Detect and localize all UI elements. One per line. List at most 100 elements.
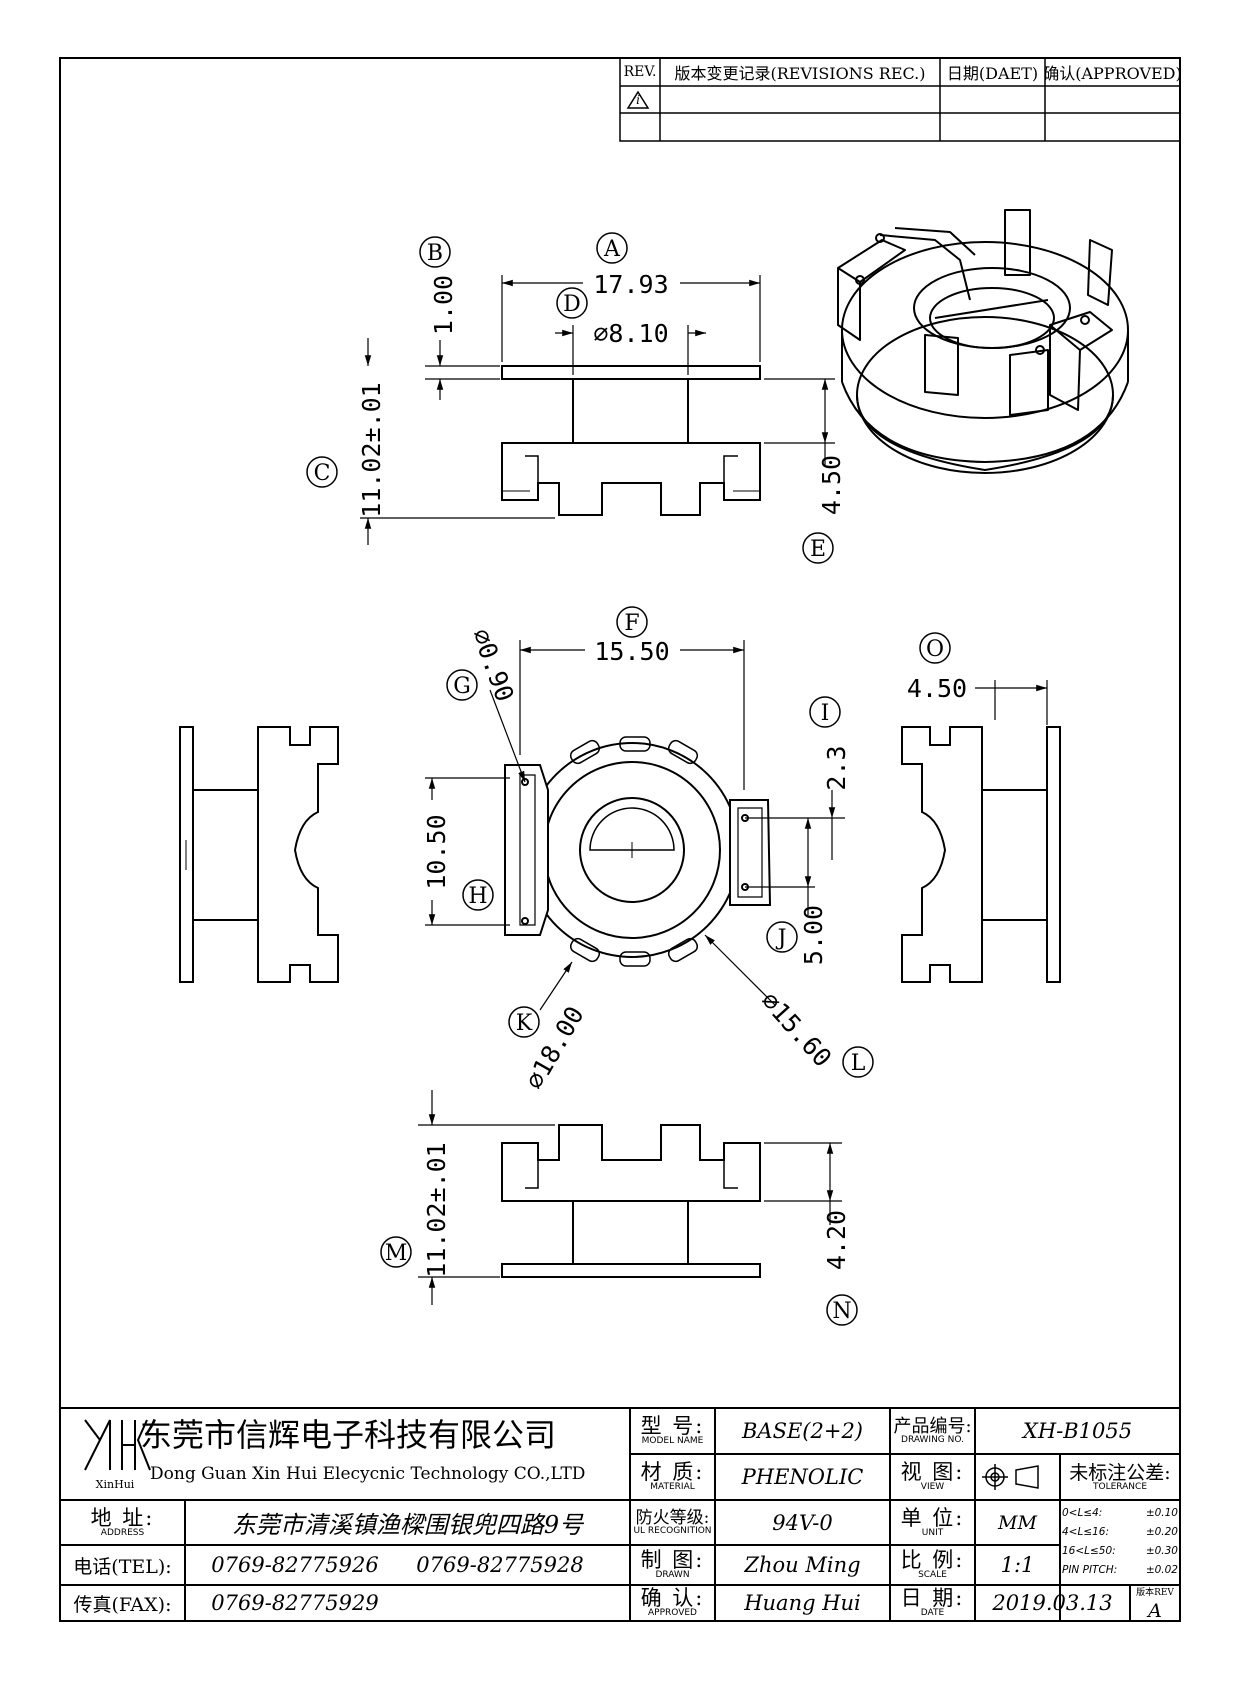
callout-circle-m <box>380 1236 412 1268</box>
material-label-en: MATERIAL <box>650 1482 695 1492</box>
company-name-en: Dong Guan Xin Hui Elecycnic Technology C… <box>150 1464 586 1484</box>
material-value: PHENOLIC <box>741 1465 864 1489</box>
callout-circle-i <box>809 696 841 728</box>
dimension-a: 17.93 <box>593 270 668 299</box>
fax-value: 0769-82775929 <box>211 1591 379 1615</box>
tolerance-range: 16<L≤50: <box>1062 1545 1116 1557</box>
callout-label-m: M <box>385 1241 408 1266</box>
callout-label-c: C <box>314 461 331 486</box>
tel-2: 0769-82775928 <box>416 1553 584 1577</box>
drawing-no-label: 产品编号: DRAWING NO. <box>890 1408 975 1454</box>
view-label-en: VIEW <box>920 1482 945 1492</box>
dimension-n: 4.20 <box>822 1210 851 1270</box>
callout-circle-a <box>596 232 628 264</box>
tel-label: 电话(TEL): <box>73 1555 172 1578</box>
callout-circle-n <box>826 1294 858 1326</box>
scale-label-en: SCALE <box>918 1570 947 1580</box>
tolerance-range: PIN PITCH: <box>1062 1564 1118 1576</box>
revisions-col-header: 版本变更记录(REVISIONS REC.) <box>674 64 926 83</box>
callout-circle-g <box>446 669 478 701</box>
callout-circle-o <box>919 632 951 664</box>
address-value: 东莞市清溪镇渔樑围银兜四路9号 <box>231 1511 584 1539</box>
dimension-i: 2.3 <box>822 745 851 790</box>
drawn-label: 制 图: DRAWN <box>630 1545 715 1585</box>
tolerance-value: ±0.02 <box>1145 1564 1178 1576</box>
callout-circle-h <box>462 879 494 911</box>
callout-circle-l <box>842 1046 874 1078</box>
tolerance-row: 4<L≤16:±0.20 <box>1062 1523 1178 1542</box>
date-value: 2019.03.13 <box>992 1591 1113 1615</box>
dimension-l: ⌀15.60 <box>755 986 837 1073</box>
rev-col-header: REV. <box>623 64 657 80</box>
callout-label-f: F <box>624 611 639 636</box>
rev-label-en: REV <box>1154 1587 1174 1598</box>
logo-text: XinHui <box>95 1477 135 1491</box>
view-label: 视 图: VIEW <box>890 1454 975 1500</box>
view-label-cn: 视 图: <box>900 1460 965 1484</box>
rev-label: 版本REV <box>1130 1585 1180 1601</box>
callout-label-e: E <box>810 537 826 562</box>
tolerance-title-en: TOLERANCE <box>1092 1482 1148 1492</box>
callout-label-j: J <box>776 926 787 951</box>
model-label-en: MODEL NAME <box>641 1436 704 1446</box>
dimension-e: 4.50 <box>817 455 846 515</box>
ul-label-cn: 防火等级: <box>635 1507 710 1528</box>
approved-value: Huang Hui <box>744 1591 861 1615</box>
title-block-grid <box>60 1407 1180 1621</box>
rev-label-cn: 版本 <box>1136 1587 1155 1598</box>
address-label-cn: 地 址: <box>90 1505 155 1530</box>
callout-label-h: H <box>468 884 487 909</box>
callout-circle-j <box>766 921 798 953</box>
top-side-view <box>501 365 761 516</box>
callout-label-k: K <box>516 1011 533 1036</box>
approved-label: 确 认: APPROVED <box>630 1585 715 1621</box>
drawn-label-en: DRAWN <box>655 1570 690 1580</box>
tolerance-value: ±0.10 <box>1145 1507 1178 1519</box>
tolerance-row: 0<L≤4:±0.10 <box>1062 1504 1178 1523</box>
callout-label-d: D <box>563 292 581 317</box>
tolerance-value: ±0.20 <box>1145 1526 1178 1538</box>
company-logo <box>84 1419 151 1471</box>
ul-value: 94V-0 <box>772 1510 833 1535</box>
dimension-o: 4.50 <box>907 674 967 703</box>
dimension-c: 11.02±.01 <box>357 382 386 517</box>
address-label: 地 址: ADDRESS <box>60 1500 185 1545</box>
dimension-b: 1.00 <box>429 275 458 335</box>
scale-value: 1:1 <box>1000 1553 1035 1577</box>
callout-label-n: N <box>832 1299 851 1324</box>
callout-circle-c <box>306 456 338 488</box>
callout-label-o: O <box>926 637 944 662</box>
callout-circle-k <box>508 1006 540 1038</box>
callout-circle-f <box>616 606 648 638</box>
tolerance-title-cn: 未标注公差: <box>1069 1462 1171 1484</box>
left-side-view <box>179 726 339 983</box>
rev-row-marker: i <box>636 93 640 107</box>
unit-label-cn: 单 位: <box>900 1505 965 1530</box>
date-label-en: DATE <box>920 1608 945 1618</box>
model-value: BASE(2+2) <box>741 1419 864 1443</box>
ul-label-en: UL RECOGNITION <box>633 1525 712 1536</box>
model-label: 型 号: MODEL NAME <box>630 1408 715 1454</box>
tolerance-row: PIN PITCH: ±0.02 <box>1062 1561 1178 1580</box>
ul-label: 防火等级: UL RECOGNITION <box>630 1500 715 1545</box>
dimension-f: 15.50 <box>594 637 669 666</box>
date-label-cn: 日 期: <box>900 1586 965 1610</box>
material-label: 材 质: MATERIAL <box>630 1454 715 1500</box>
front-view <box>504 736 772 967</box>
drawing-no-label-cn: 产品编号: <box>893 1415 972 1437</box>
fax-label: 传真(FAX): <box>73 1593 172 1616</box>
callout-label-i: I <box>821 701 830 726</box>
material-label-cn: 材 质: <box>640 1460 705 1484</box>
approved-label-cn: 确 认: <box>640 1586 705 1610</box>
callout-label-b: B <box>427 241 443 266</box>
drawing-no-value: XH-B1055 <box>1022 1419 1133 1443</box>
tel-1: 0769-82775926 <box>211 1553 379 1577</box>
unit-label: 单 位: UNIT <box>890 1500 975 1545</box>
bottom-side-view <box>501 1124 761 1278</box>
callout-circle-e <box>802 532 834 564</box>
date-col-header: 日期(DAET) <box>946 64 1039 83</box>
date-label: 日 期: DATE <box>890 1585 975 1621</box>
tolerance-list: 0<L≤4:±0.10 4<L≤16:±0.20 16<L≤50:±0.30 P… <box>1062 1504 1178 1584</box>
dimension-d: ⌀8.10 <box>593 319 668 348</box>
